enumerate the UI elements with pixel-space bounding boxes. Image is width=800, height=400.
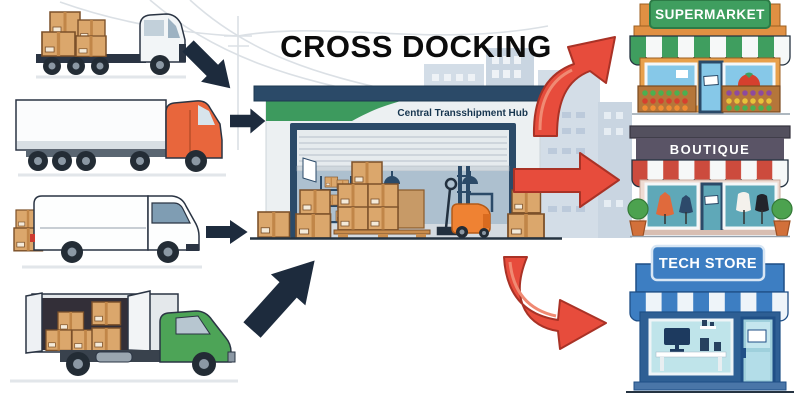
truck-delivery-van [12, 195, 202, 269]
page-title: CROSS DOCKING [280, 29, 552, 64]
supermarket-sign [649, 0, 771, 29]
interior-window [302, 157, 317, 183]
inbound-arrow-2 [230, 108, 266, 134]
boutique-sign [636, 138, 784, 160]
supermarket-sign-label: SUPERMARKET [655, 7, 765, 22]
wheels [61, 241, 179, 263]
supermarket-door [698, 60, 724, 114]
warehouse-interior [297, 157, 509, 238]
store-supermarket: SUPERMARKET [629, 0, 791, 115]
outbound-arrow-boutique [513, 152, 620, 208]
mannequin-dresses [656, 192, 693, 224]
wheels [66, 352, 216, 376]
cargo-boxes [40, 10, 108, 58]
pallet-jack-icon [436, 177, 466, 236]
hub-roof [253, 85, 553, 102]
mannequin-torsos [736, 192, 769, 224]
tech-store-sign [650, 244, 766, 282]
outbound-arrows [503, 36, 620, 350]
hub-building: Central Transshipment Hub [250, 85, 562, 240]
inbound-arrow-4 [234, 244, 332, 346]
produce-stand-right [721, 85, 781, 113]
truck-semi-trailer [15, 99, 226, 177]
produce-stand-left [637, 85, 697, 113]
wheels [43, 55, 170, 75]
pallet-boxes [333, 160, 431, 238]
hub-label: Central Transshipment Hub [397, 108, 528, 119]
outbound-arrow-tech-store [503, 256, 607, 350]
inbound-arrow-1 [176, 34, 242, 100]
open-door-right [127, 290, 151, 352]
tech-store-sign-label: TECH STORE [659, 256, 757, 272]
outbound-arrow-supermarket [532, 36, 616, 137]
tech-store-door [740, 316, 776, 386]
open-door-left [25, 292, 43, 354]
store-boutique: BOUTIQUE [627, 125, 793, 238]
boutique-door [700, 182, 724, 234]
forklift-icon [451, 166, 494, 238]
shutter-door [296, 130, 510, 172]
store-tech: TECH STORE [626, 244, 794, 393]
potted-plant-left [627, 198, 649, 237]
wheels [28, 150, 207, 172]
boutique-sign-label: BOUTIQUE [670, 142, 751, 157]
truck-flatbed [36, 10, 186, 79]
dock-boxes-right [506, 188, 546, 240]
truck-green-box [10, 290, 238, 383]
inbound-arrow-3 [206, 220, 248, 244]
computer-display [655, 320, 727, 371]
hub-green-stripe [266, 100, 405, 121]
